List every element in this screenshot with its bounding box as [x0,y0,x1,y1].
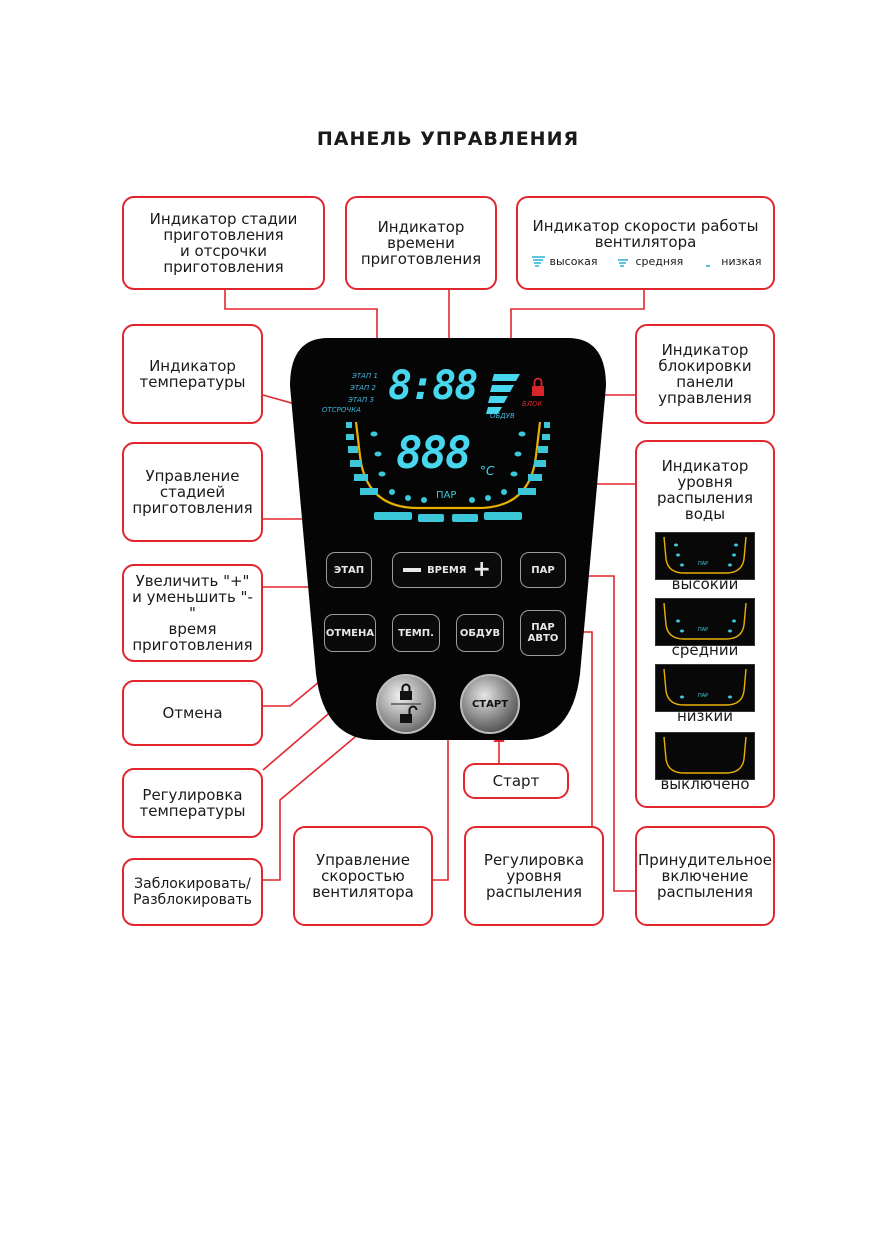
stage-button[interactable]: ЭТАП [326,552,372,588]
callout-time-adjust: Увеличить "+" и уменьшить "-" время приг… [122,564,263,662]
callout-lock-unlock: Заблокировать/ Разблокировать [122,858,263,926]
callout-cancel: Отмена [122,680,263,746]
leader-stage-indicator [224,289,383,367]
fan-low-icon [706,264,711,267]
callout-spray-level: Регулировка уровня распыления [464,826,604,926]
leader-lock-unlock [263,705,393,881]
time-minus-icon[interactable] [403,568,422,572]
water-level-label: высокий [671,575,739,593]
callout-fan-indicator: Индикатор скорости работы вентилятора вы… [516,196,775,290]
water-level-thumb: ПАР [655,598,755,646]
lcd-fan-label: ОБДУВ [490,412,515,420]
time-button[interactable]: ВРЕМЯ + [392,552,502,588]
fan-high-icon [531,255,545,267]
lcd-lock-label: БЛОК [522,400,543,408]
thumb-steam-label: ПАР [698,561,709,567]
callout-stage-indicator: Индикатор стадии приготовления и отсрочк… [122,196,325,290]
water-indicator-text: Индикатор уровня распыления воды [656,457,753,523]
callout-start: Старт [463,763,569,799]
water-level-thumb: ПАР [655,664,755,712]
lock-indicator-icon [532,377,544,396]
fan-speed-legend: высокая средняя низкая [530,255,762,269]
cancel-button[interactable]: ОТМЕНА [324,614,376,652]
thumb-steam-label: ПАР [698,627,709,633]
lcd-time-digits: 8:88 [388,363,478,409]
lock-unlock-icon [391,683,421,723]
lcd-stage-1: ЭТАП 1 [352,372,378,380]
lcd-temp-unit: °C [480,464,495,478]
steam-auto-button[interactable]: ПАР АВТО [520,610,566,656]
time-plus-icon[interactable]: + [472,557,491,582]
callout-lock-indicator: Индикатор блокировки панели управления [635,324,775,424]
water-level-label: низкий [676,707,734,725]
steam-button[interactable]: ПАР [520,552,566,588]
start-button-label: СТАРТ [471,698,509,710]
leader-fan-indicator [505,290,645,367]
water-level-thumb [655,732,755,780]
lcd-stage-2: ЭТАП 2 [350,384,376,392]
callout-time-indicator: Индикатор времени приготовления [345,196,497,290]
fan-high-label: высокая [549,254,598,268]
fan-medium-icon [618,258,629,267]
lcd-temp-digits: 888 [396,428,471,479]
thumb-steam-label: ПАР [698,693,709,699]
callout-temp-indicator: Индикатор температуры [122,324,263,424]
page-title: ПАНЕЛЬ УПРАВЛЕНИЯ [316,128,580,150]
callout-forced-spray: Принудительное включение распыления [635,826,775,926]
time-button-label: ВРЕМЯ [427,564,467,576]
callout-stage-control: Управление стадией приготовления [122,442,263,542]
lcd-delay: ОТСРОЧКА [322,406,361,414]
water-level-label: выключено [660,775,750,793]
callout-temp-adjust: Регулировка температуры [122,768,263,838]
lcd-steam-label: ПАР [436,490,457,501]
lcd-stage-3: ЭТАП 3 [348,396,374,404]
lock-unlock-button[interactable] [376,674,436,734]
fan-button[interactable]: ОБДУВ [456,614,504,652]
temp-button[interactable]: ТЕМП. [392,614,440,652]
fan-indicator-text: Индикатор скорости работы вентилятора [532,216,759,251]
control-panel: ЭТАП 1 ЭТАП 2 ЭТАП 3 ОТСРОЧКА 8:88 888 °… [288,338,608,740]
water-level-thumb: ПАР [655,532,755,580]
fan-medium-label: средняя [635,254,684,268]
fan-low-label: низкая [721,254,762,268]
callout-fan-control: Управление скоростью вентилятора [293,826,433,926]
start-button[interactable]: СТАРТ [460,674,520,734]
water-level-label: средний [671,641,739,659]
